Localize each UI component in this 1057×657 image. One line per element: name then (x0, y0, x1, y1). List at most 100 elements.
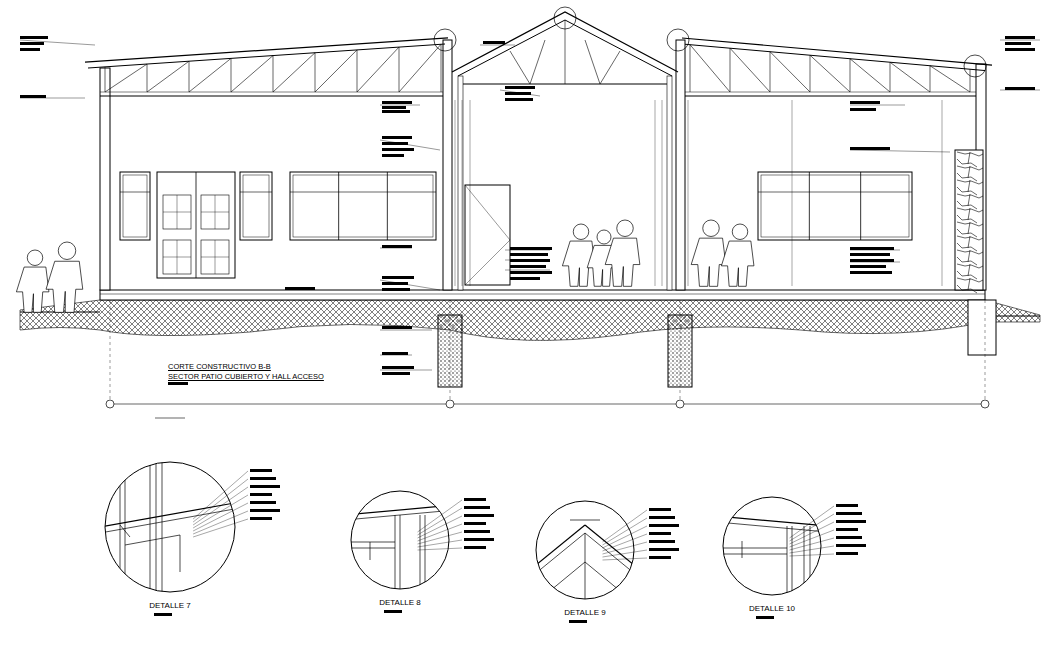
leader-line (193, 495, 248, 528)
label-bar (649, 532, 671, 535)
stone (957, 166, 983, 181)
label-bar (850, 108, 876, 111)
detail-circle (535, 500, 635, 600)
truss-web (315, 50, 357, 92)
label-bar (250, 509, 280, 512)
label-bar (510, 277, 540, 280)
leader-line (500, 90, 540, 96)
detail-line (100, 508, 240, 533)
label-bar (382, 366, 414, 369)
leader-line (603, 542, 648, 554)
king-post (565, 20, 566, 84)
detail-line (125, 535, 180, 545)
detail-line (162, 457, 163, 597)
label-bar (1005, 36, 1035, 39)
detail-circle (350, 490, 450, 590)
label-bar (464, 522, 486, 525)
label-bar (382, 288, 410, 291)
truss-web (273, 53, 315, 92)
leader-line (418, 540, 463, 547)
leader-line (418, 524, 463, 541)
leader-line (418, 548, 463, 550)
label-bar (836, 544, 866, 547)
grid-bubble (446, 400, 454, 408)
label-bar (464, 514, 494, 517)
label-bar (382, 110, 410, 113)
person (691, 238, 726, 286)
truss-web (850, 59, 890, 92)
label-bar (250, 485, 280, 488)
leader-line (193, 511, 248, 534)
truss-web (510, 40, 620, 84)
label-bar (154, 613, 172, 616)
leader-line (380, 370, 432, 371)
label-bar (382, 282, 408, 285)
column (443, 40, 452, 290)
label-bar (510, 253, 548, 256)
label-bar (382, 245, 412, 248)
leader-line (603, 550, 648, 557)
label-bar (250, 501, 276, 504)
detail-circle-outline (536, 501, 634, 599)
label-bar (510, 271, 552, 274)
person-head (732, 224, 748, 240)
detail-callout: DETALLE 7 (104, 461, 236, 613)
truss-web (231, 56, 273, 92)
mullion (809, 172, 810, 240)
label-bar (382, 276, 414, 279)
detail-line (425, 515, 426, 600)
leader-line (193, 519, 248, 537)
label-bar (505, 92, 531, 95)
person (46, 261, 83, 312)
detail-drawing (717, 516, 827, 606)
label-bar (836, 520, 866, 523)
label-bar (382, 148, 414, 151)
label-bar (382, 106, 406, 109)
detail-label: DETALLE 7 (104, 601, 236, 611)
detail-line (742, 541, 743, 558)
column (667, 76, 672, 290)
mullion (860, 172, 861, 240)
detail-drawing (345, 505, 455, 600)
top-chord (88, 44, 445, 68)
detail-line (395, 515, 396, 600)
label-bar (505, 98, 533, 101)
label-bar (384, 610, 402, 613)
stone (957, 236, 983, 251)
leader-line (418, 516, 463, 538)
axis-line (110, 404, 985, 405)
label-bar (569, 620, 587, 623)
detail-drawing (530, 520, 640, 610)
label-bar (382, 372, 410, 375)
leader-line (380, 140, 440, 150)
leader-line (193, 503, 248, 531)
stone (957, 278, 983, 293)
stone (957, 222, 983, 237)
grid-line (450, 300, 451, 400)
truss-web (273, 56, 274, 92)
label-bar (850, 265, 886, 268)
detail-callout: DETALLE 8 (350, 490, 450, 610)
wall (100, 68, 110, 290)
label-bar (168, 382, 188, 385)
label-bar (250, 493, 272, 496)
detail-line (180, 535, 181, 572)
truss-web (770, 52, 771, 92)
person-head (703, 220, 720, 237)
dimension-line (470, 100, 471, 286)
leader-line (603, 526, 648, 548)
detail-callout: DETALLE 9 (535, 500, 635, 620)
truss-web (730, 48, 770, 92)
door-bar (163, 257, 191, 258)
label-bar (649, 516, 675, 519)
detail-line (545, 562, 585, 595)
detail-label: DETALLE 9 (535, 608, 635, 618)
leader-line (418, 500, 463, 532)
label-bar (756, 616, 774, 619)
detail-line (585, 562, 625, 595)
leader-line (505, 270, 550, 271)
grid-line (110, 300, 111, 400)
leader-line (790, 538, 835, 550)
leader-line (790, 530, 835, 547)
truss-web (189, 61, 190, 92)
